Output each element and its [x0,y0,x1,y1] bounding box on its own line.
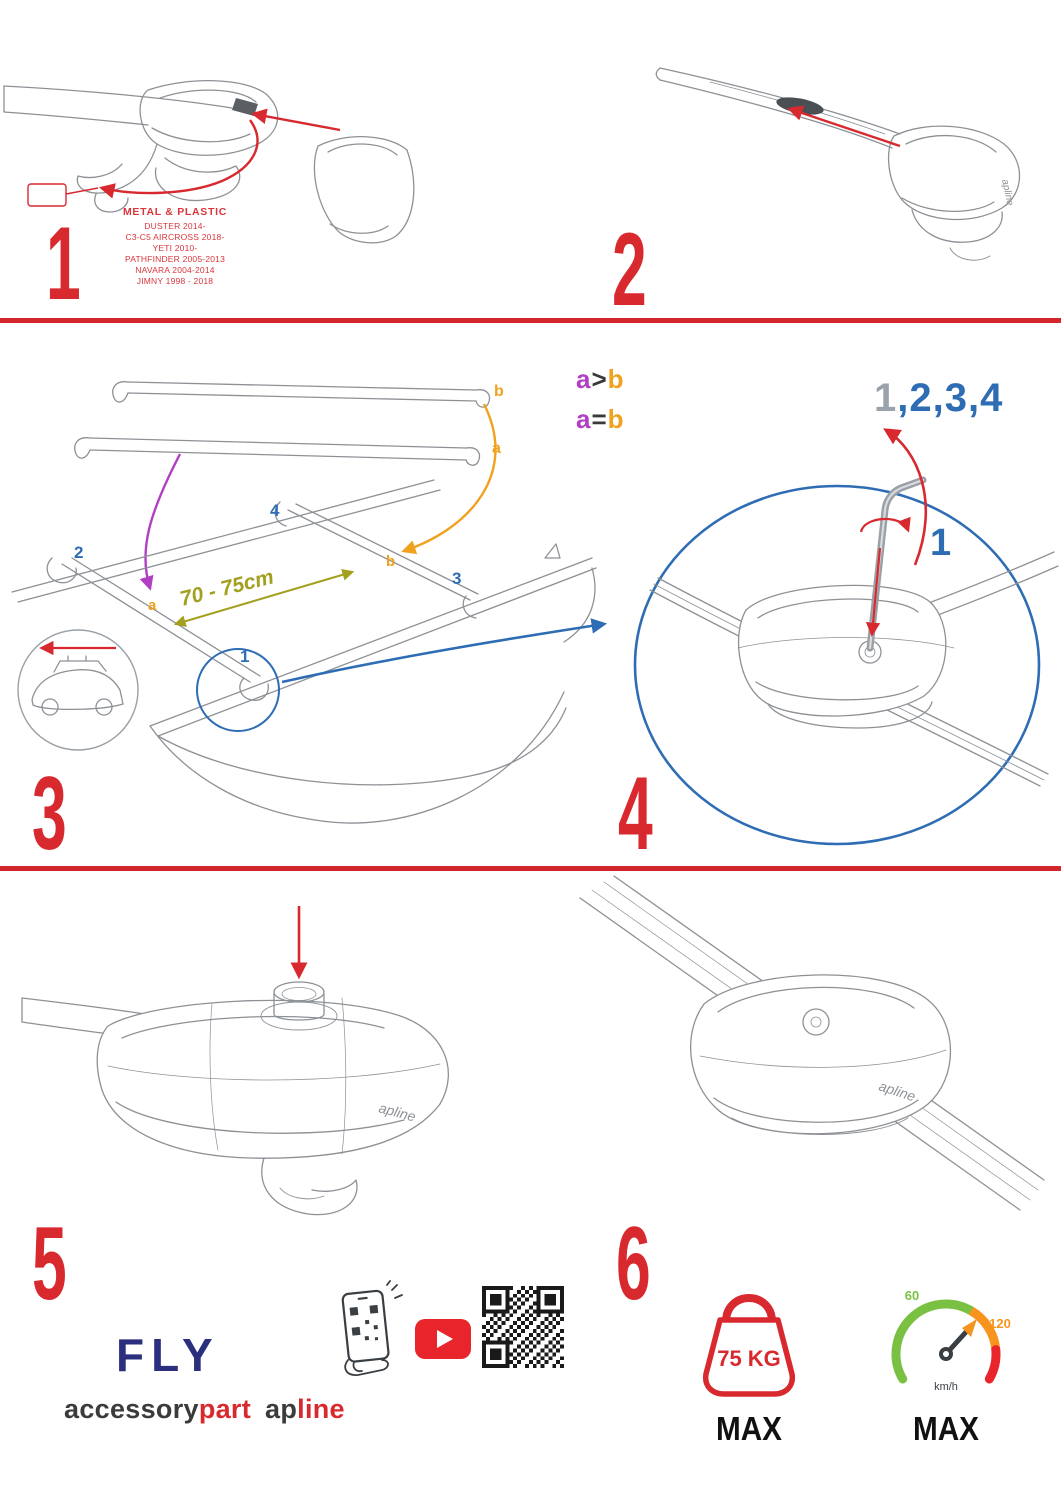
rule-a-eq-b: a=b [576,404,625,435]
foot-knob-drawing [21,981,449,1216]
car-inset-circle [17,629,139,751]
rule2-op: = [591,404,608,434]
step6-number: 6 [616,1206,651,1322]
model-item: JIMNY 1998 - 2018 [136,276,214,286]
rule2-left: a [576,404,592,434]
position-1: 1 [240,647,249,666]
position-3: 3 [452,569,461,588]
sequence-label: 1,2,3,4 [874,376,1003,421]
rule2-right: b [607,404,625,434]
position-2: 2 [74,543,83,562]
needle-tip [962,1319,977,1337]
material-heading: METAL & PLASTIC [122,206,228,218]
speedometer-icon: 60 120 km/h [891,1288,1011,1393]
curve-a [139,453,182,591]
model-item: PATHFINDER 2005-2013 [124,254,226,264]
position-4: 4 [270,501,280,520]
weight-value: 75 KG [717,1346,781,1371]
zoom-ellipse [633,484,1041,846]
bar-a-label: a [492,440,501,457]
step4-number: 4 [618,756,653,872]
foot-closeup [649,551,1059,787]
product-name: FLY [116,1329,220,1381]
step1-drawing [3,80,415,244]
brand-ap: ap [265,1394,298,1424]
step1-number: 1 [46,206,81,322]
speed-low-label: 60 [905,1288,919,1303]
step2-drawing: apline [655,67,1021,261]
speed-high-label: 120 [989,1316,1011,1331]
step1-model-list: METAL & PLASTIC DUSTER 2014- C3-C5 AIRCR… [100,207,250,287]
step3-diagram: 70 - 75cm b a b a 2 4 3 1 [11,381,608,824]
brand-part: part [198,1394,252,1424]
step5-number: 5 [32,1206,67,1322]
apline-logo-step2: apline [999,178,1015,207]
scan-phone-icon [341,1280,403,1376]
model-item: C3-C5 AIRCROSS 2018- [125,232,225,242]
distance-arrow [173,568,355,628]
model-item: DUSTER 2014- [144,221,206,231]
curve-b [401,403,497,555]
rule1-right: b [607,364,625,394]
step1-arrows [27,108,341,207]
step4-zoom-drawing [633,428,1059,846]
model-item: YETI 2010- [152,243,198,253]
loose-bars [74,381,491,466]
step6-drawing: apline [579,875,1045,1211]
insert-arrow [787,105,901,148]
zoom-arrow [281,618,608,684]
step5-drawing: apline [21,906,449,1216]
sequence-first: 1 [874,376,898,420]
brand-line-red: line [297,1394,345,1424]
detail-circle [196,648,280,732]
qr-code [482,1286,564,1368]
model-item: NAVARA 2004-2014 [135,265,215,275]
rule-a-gt-b: a>b [576,364,625,395]
mounted-foot-drawing [579,875,1045,1211]
step2-number: 2 [612,212,647,328]
sequence-rest: ,2,3,4 [897,376,1004,420]
roof-drawing [11,479,597,824]
section-divider [0,866,1061,871]
section-divider [0,318,1061,323]
roof-b-label: b [386,553,395,570]
car-icon [31,655,124,716]
rule1-op: > [591,364,608,394]
max-weight-icon: 75 KG [702,1294,796,1397]
rule1-left: a [576,364,592,394]
speed-max-label: MAX [912,1410,980,1447]
tool-position-label: 1 [930,522,952,564]
distance-label: 70 - 75cm [178,565,276,610]
step3-number: 3 [32,756,67,872]
brand-accessory: accessory [64,1394,199,1424]
step4-arrows [859,428,928,637]
youtube-icon [415,1319,471,1359]
allen-key-highlight [868,478,925,650]
roof-a-label: a [148,597,157,614]
bar-b-label: b [494,383,504,400]
weight-max-label: MAX [715,1410,783,1447]
speed-unit-label: km/h [934,1381,958,1393]
